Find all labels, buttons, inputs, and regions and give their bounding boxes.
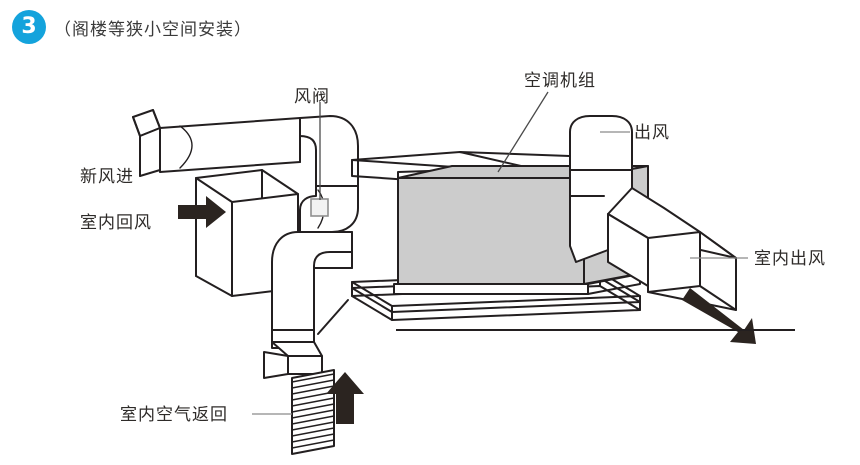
step-badge: 3: [12, 10, 46, 44]
elbow-duct: [263, 231, 353, 379]
return-air-arrow: [178, 196, 226, 228]
page-title: （阁楼等狭小空间安装）: [54, 19, 252, 40]
indoor-air-return-arrow: [326, 372, 364, 424]
header: 3 （阁楼等狭小空间安装）: [12, 10, 252, 44]
fresh-air-intake-hood: [132, 109, 161, 177]
fresh-air-round-duct: [159, 115, 359, 233]
label-ac-unit: 空调机组: [524, 71, 596, 91]
supply-rectangular-duct: [647, 231, 737, 311]
supply-transition-duct: [607, 187, 737, 287]
damper-valve: [310, 198, 329, 217]
return-air-grille: [291, 369, 335, 455]
label-indoor-return-air: 室内回风: [80, 213, 152, 233]
label-air-out: 出风: [634, 123, 670, 143]
label-indoor-supply-air: 室内出风: [754, 249, 826, 269]
leader-ac-unit: [497, 91, 549, 173]
label-air-valve: 风阀: [294, 87, 330, 107]
label-indoor-air-return: 室内空气返回: [120, 405, 228, 425]
label-fresh-air-in: 新风进: [80, 167, 134, 187]
